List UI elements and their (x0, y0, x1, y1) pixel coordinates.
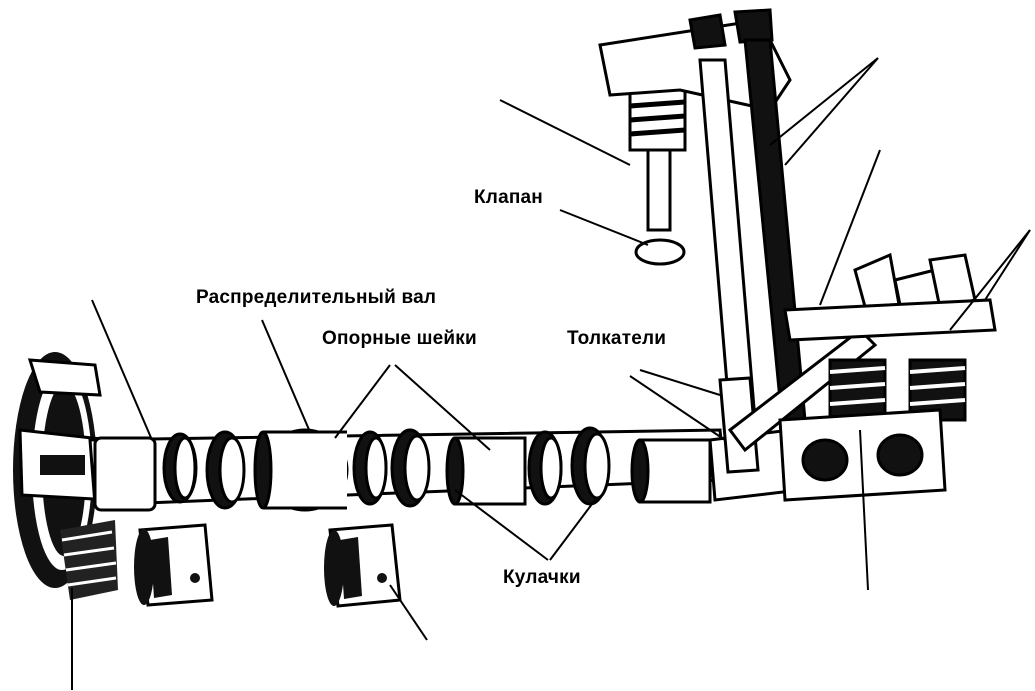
rocker-arms (778, 252, 997, 502)
label-camshaft: Распределительный вал (196, 287, 437, 308)
leader-lines (71, 57, 1031, 690)
label-pushrods: Толкатели (567, 328, 667, 349)
label-cams: Кулачки (503, 567, 581, 588)
camshaft (88, 426, 802, 512)
valve-assembly (598, 8, 792, 266)
timing-gear (13, 352, 118, 600)
bearing-bushing-2 (324, 523, 402, 608)
bearing-bushing-1 (134, 523, 214, 607)
label-valve: Клапан (474, 187, 543, 208)
label-bearing-journals: Опорные шейки (322, 328, 477, 349)
